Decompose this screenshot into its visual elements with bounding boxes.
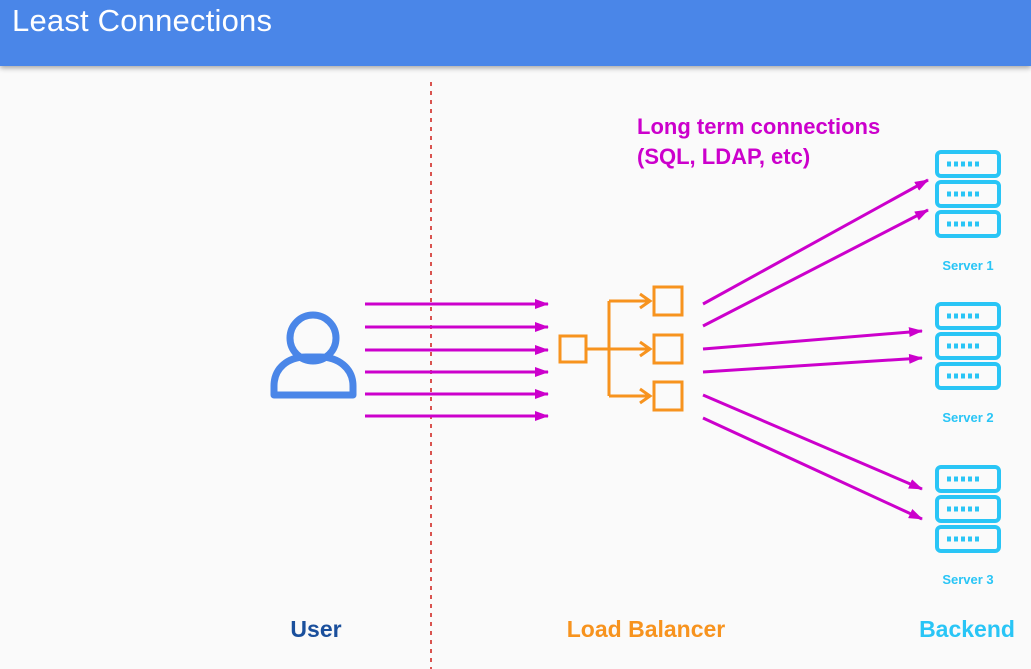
backend-connection-arrows	[702, 178, 929, 521]
load-balancer-column-label: Load Balancer	[567, 616, 726, 642]
annotation-line-1: Long term connections	[637, 114, 880, 139]
title-bar: Least Connections	[0, 0, 1031, 66]
load-balancer-icon	[558, 285, 684, 412]
user-icon	[270, 311, 357, 399]
connection-arrow	[702, 327, 923, 351]
server-label: Server 1	[942, 258, 993, 273]
backend-column-label: Backend	[919, 616, 1015, 642]
server-icons	[935, 150, 1001, 553]
server-rack-icon	[935, 302, 1001, 390]
connection-arrow	[702, 416, 923, 521]
connection-arrow	[702, 353, 923, 374]
page-title: Least Connections	[12, 3, 273, 38]
user-connection-arrows	[365, 299, 549, 421]
connection-arrow	[702, 208, 929, 328]
server-label: Server 2	[942, 410, 993, 425]
server-label: Server 3	[942, 572, 993, 587]
server-rack-icon	[935, 150, 1001, 238]
annotation-line-2: (SQL, LDAP, etc)	[637, 144, 810, 169]
server-rack-icon	[935, 465, 1001, 553]
connection-arrow	[702, 178, 929, 306]
connection-arrow	[702, 393, 923, 491]
user-column-label: User	[290, 616, 341, 642]
